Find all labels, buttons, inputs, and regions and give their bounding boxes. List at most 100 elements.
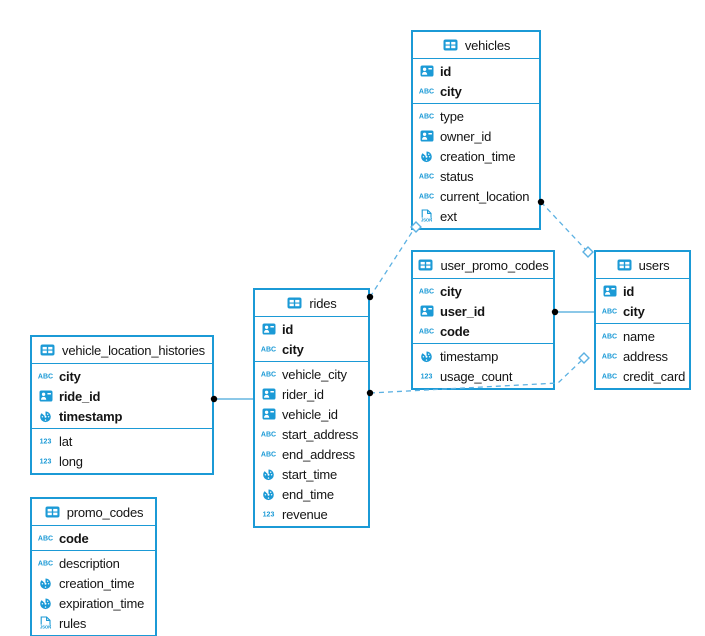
column-row: ABC current_location: [413, 186, 539, 206]
table-icon: [39, 344, 56, 356]
table-name: rides: [309, 295, 337, 311]
abc-glyph: ABC: [260, 451, 277, 458]
table-icon: [417, 259, 434, 271]
number-icon: 123: [260, 511, 277, 518]
string-icon: ABC: [260, 371, 277, 378]
column-row: ride_id: [32, 386, 212, 406]
string-icon: ABC: [37, 373, 54, 380]
table-name: promo_codes: [66, 504, 144, 520]
column-row: id: [413, 61, 539, 81]
table-icon: [286, 297, 303, 309]
abc-glyph: ABC: [601, 308, 618, 315]
abc-glyph: ABC: [37, 560, 54, 567]
abc-glyph: ABC: [418, 173, 435, 180]
uuid-icon: [418, 305, 435, 317]
abc-glyph: ABC: [418, 113, 435, 120]
abc-glyph: ABC: [37, 535, 54, 542]
column-row: ABC status: [413, 166, 539, 186]
column-label: id: [623, 283, 635, 299]
column-label: id: [440, 63, 452, 79]
column-label: vehicle_id: [282, 406, 338, 422]
string-icon: ABC: [37, 560, 54, 567]
string-icon: ABC: [260, 451, 277, 458]
abc-glyph: ABC: [260, 371, 277, 378]
column-row: JSON rules: [32, 613, 155, 633]
timestamp-icon: [418, 350, 435, 363]
string-icon: ABC: [601, 373, 618, 380]
string-icon: ABC: [260, 346, 277, 353]
string-icon: ABC: [37, 535, 54, 542]
column-label: rider_id: [282, 386, 324, 402]
column-row: ABC city: [32, 366, 212, 386]
column-label: creation_time: [440, 148, 516, 164]
abc-glyph: ABC: [601, 373, 618, 380]
table-header: promo_codes: [32, 499, 155, 526]
uuid-icon: [418, 130, 435, 142]
svg-text:JSON: JSON: [40, 624, 51, 629]
column-label: code: [440, 323, 470, 339]
string-icon: ABC: [418, 113, 435, 120]
column-label: user_id: [440, 303, 485, 319]
column-label: id: [282, 321, 294, 337]
column-label: city: [440, 283, 462, 299]
timestamp-icon: [37, 410, 54, 423]
column-label: status: [440, 168, 474, 184]
column-row: creation_time: [32, 573, 155, 593]
column-label: usage_count: [440, 368, 513, 384]
abc-glyph: ABC: [601, 353, 618, 360]
table-header: rides: [255, 290, 368, 317]
abc-glyph: ABC: [418, 88, 435, 95]
column-label: address: [623, 348, 668, 364]
column-label: description: [59, 555, 120, 571]
json-icon: JSON: [37, 616, 54, 630]
column-label: credit_card: [623, 368, 686, 384]
svg-text:JSON: JSON: [421, 217, 432, 222]
timestamp-icon: [418, 150, 435, 163]
uuid-icon: [418, 65, 435, 77]
column-label: city: [59, 368, 81, 384]
column-row: expiration_time: [32, 593, 155, 613]
number-icon: 123: [37, 438, 54, 445]
table-icon: [442, 39, 459, 51]
table-icon: [44, 506, 61, 518]
column-row: user_id: [413, 301, 553, 321]
string-icon: ABC: [601, 353, 618, 360]
uuid-icon: [260, 388, 277, 400]
column-label: rules: [59, 615, 87, 631]
column-row: start_time: [255, 464, 368, 484]
column-label: lat: [59, 433, 73, 449]
column-label: code: [59, 530, 89, 546]
timestamp-icon: [260, 468, 277, 481]
string-icon: ABC: [418, 193, 435, 200]
column-label: ext: [440, 208, 457, 224]
abc-glyph: ABC: [418, 193, 435, 200]
column-row: creation_time: [413, 146, 539, 166]
column-label: current_location: [440, 188, 530, 204]
table-name: users: [638, 257, 670, 273]
table-icon: [616, 259, 633, 271]
123-glyph: 123: [39, 438, 52, 445]
column-label: start_time: [282, 466, 338, 482]
column-row: 123 lat: [32, 431, 212, 451]
abc-glyph: ABC: [260, 346, 277, 353]
